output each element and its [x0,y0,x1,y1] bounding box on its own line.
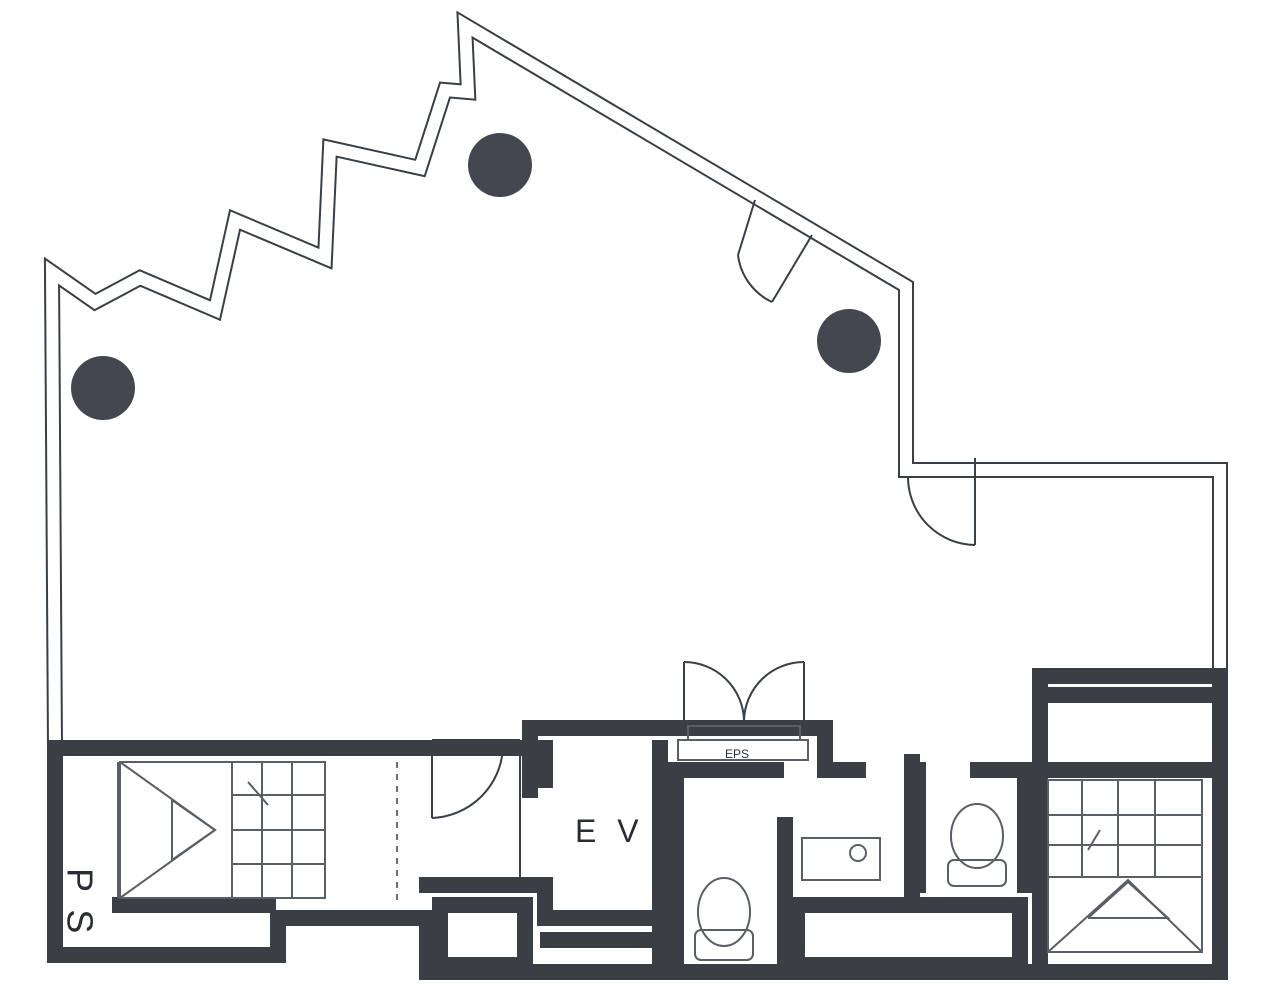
stair-left [119,761,398,905]
core-walls [47,668,1228,980]
column-top-center [468,133,532,197]
ps-shaft: P S [60,762,119,937]
exterior-wall [43,10,1228,749]
door-right-step[interactable] [907,458,976,546]
toilet-right [947,803,1007,887]
ps-label: P S [60,868,101,937]
column-left [71,356,135,420]
corridor-door[interactable] [431,739,521,880]
eps-label: EPS [725,747,749,761]
stair-right [1047,779,1203,953]
column-right [817,309,881,373]
elevator: E V [575,813,645,849]
eps-cabinet: EPS [677,725,809,761]
structural-columns [71,133,881,420]
toilet-left [694,877,754,961]
ev-label: E V [575,813,645,849]
washbasin [801,837,881,881]
double-door-eps[interactable] [683,661,805,726]
door-diagonal-wall[interactable] [737,199,813,303]
